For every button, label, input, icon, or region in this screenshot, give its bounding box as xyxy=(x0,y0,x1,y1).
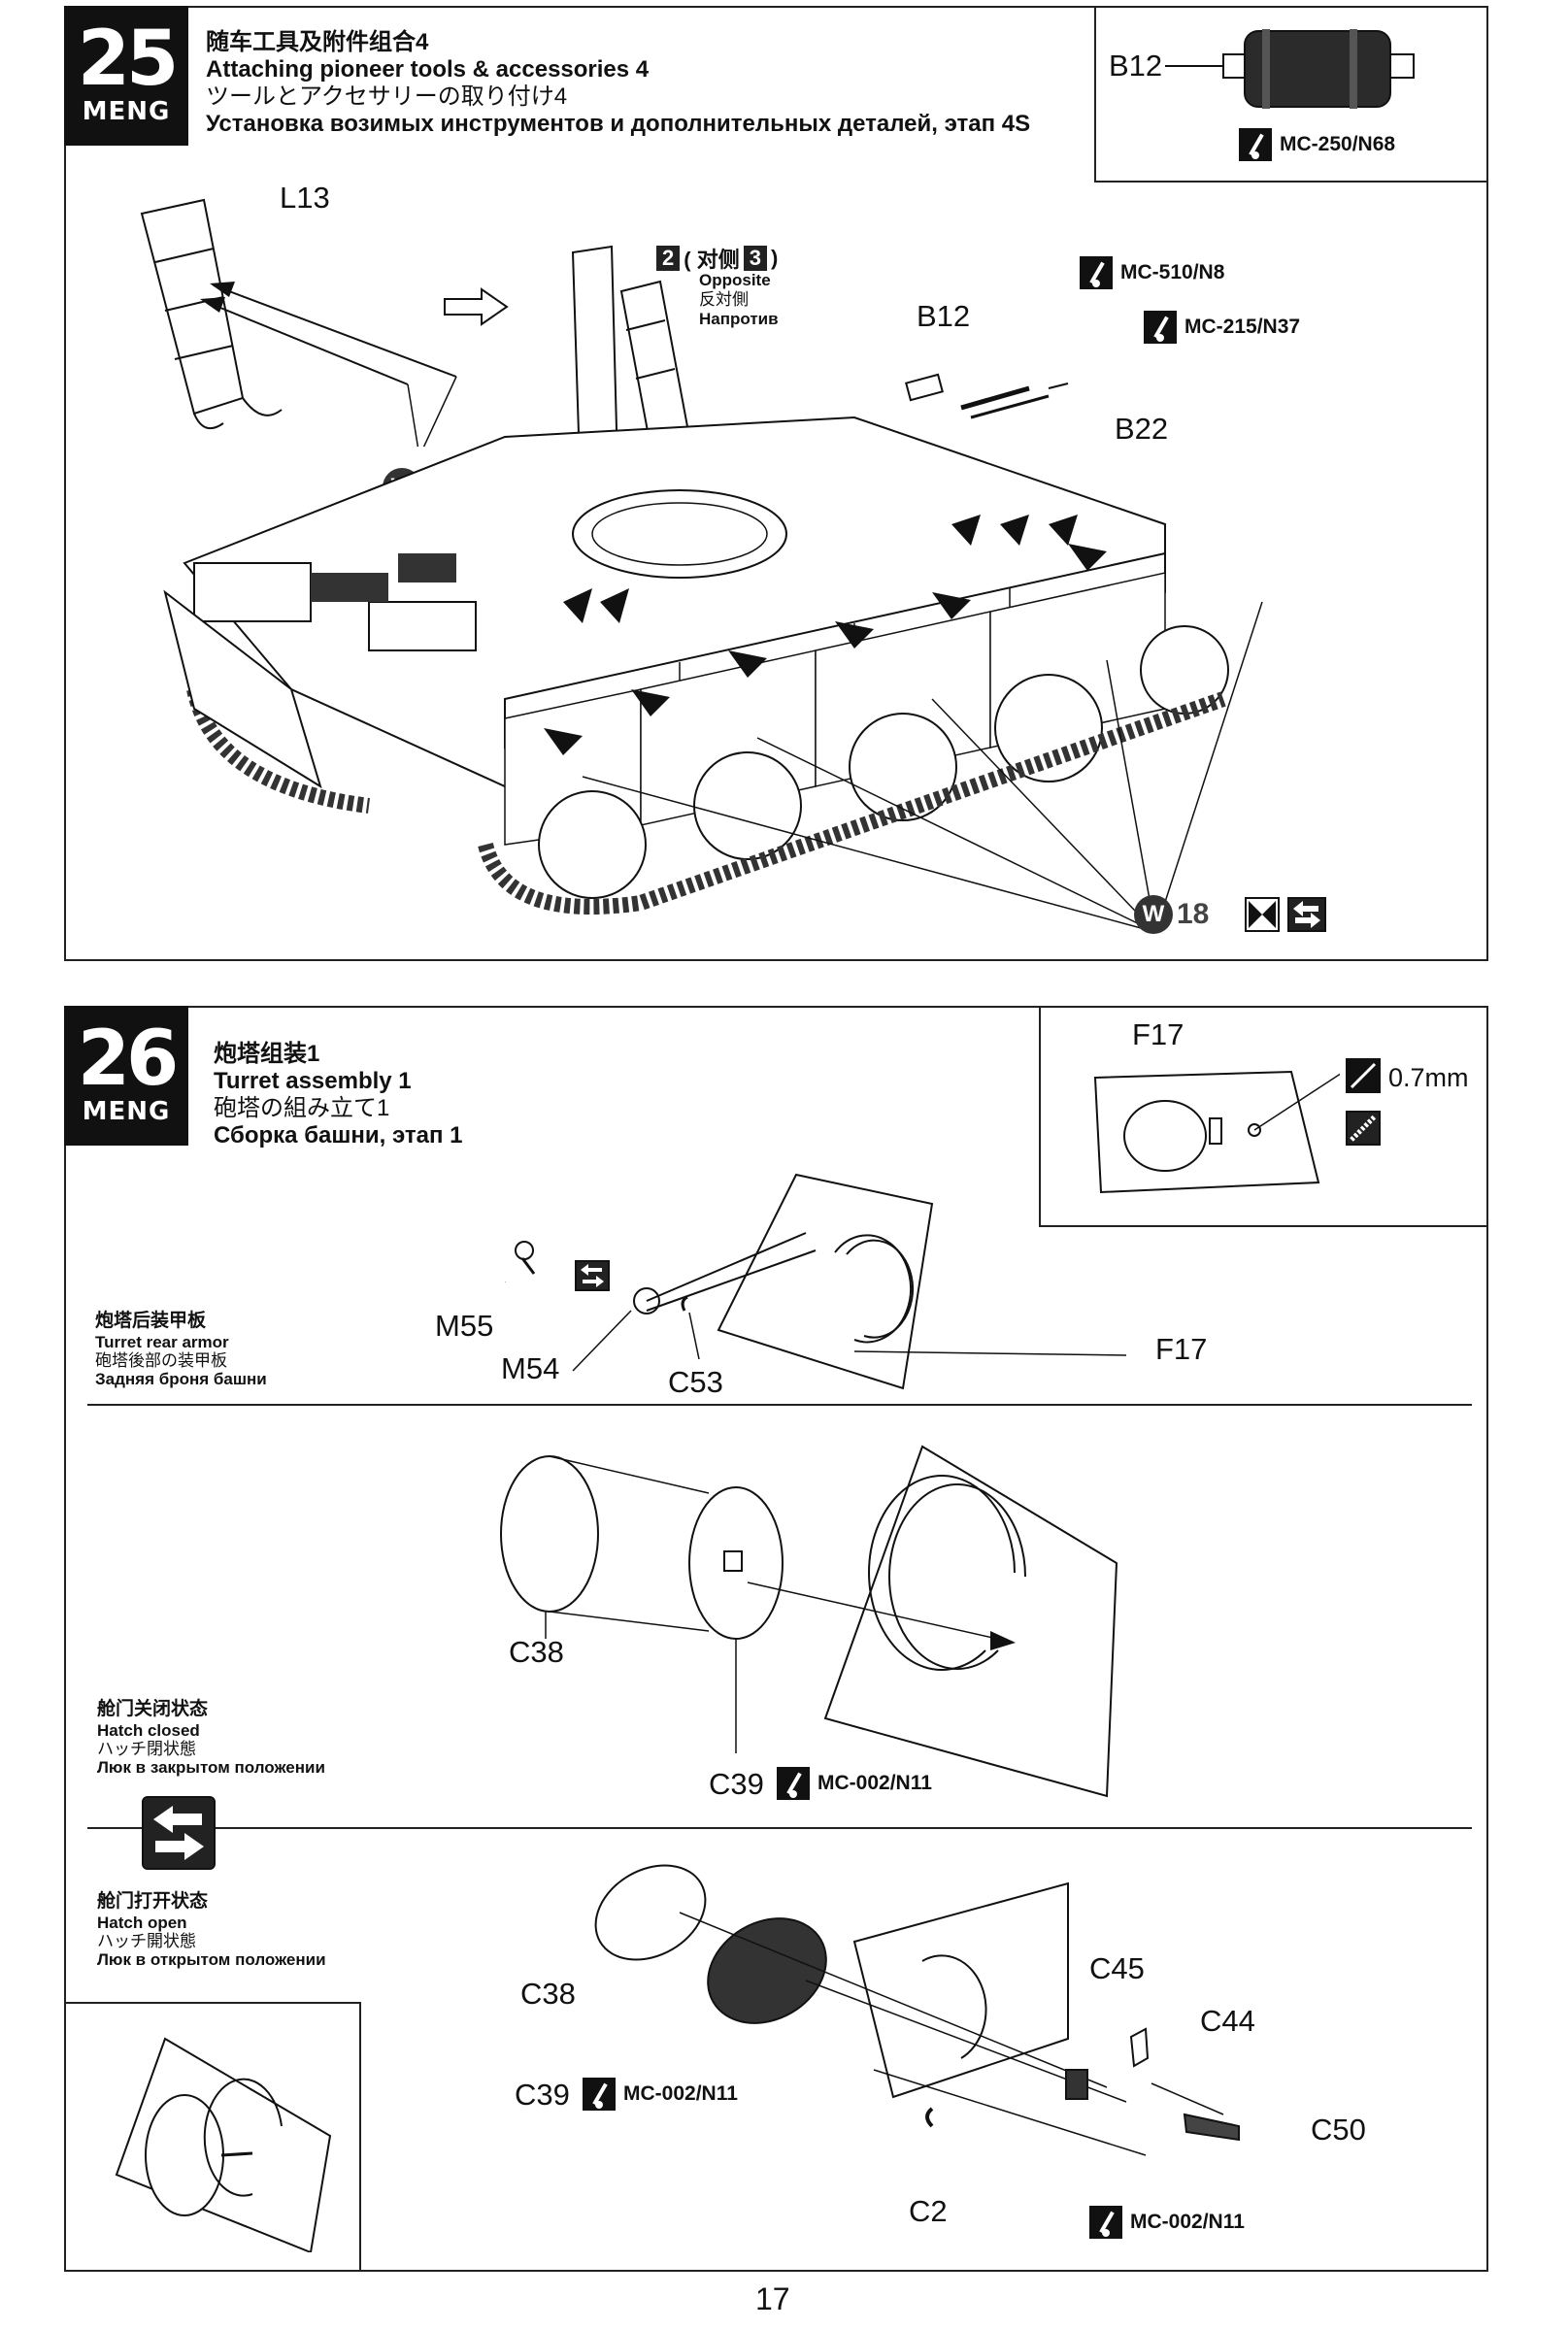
open-c39-paint-code: MC-002/N11 xyxy=(623,2082,738,2105)
section-divider xyxy=(87,1827,1472,1829)
step-25-badge: 25 MENG xyxy=(64,6,188,146)
b12-inset-drawing xyxy=(1165,29,1415,109)
step-25-titles: 随车工具及附件组合4 Attaching pioneer tools & acc… xyxy=(206,29,1030,138)
part-m55: M55 xyxy=(435,1309,494,1343)
brush-icon xyxy=(1144,311,1177,344)
file-icon xyxy=(1346,1111,1381,1146)
b12-inset-box xyxy=(1094,6,1488,183)
paint-callout-215: MC-215/N37 xyxy=(1144,311,1300,344)
paint-code-510: MC-510/N8 xyxy=(1120,261,1225,283)
open-paint-code: MC-002/N11 xyxy=(1130,2211,1245,2233)
step-26-badge: 26 MENG xyxy=(64,1006,188,1146)
opposite-ja: 反対側 xyxy=(699,290,749,309)
part-l13-label: L13 xyxy=(280,181,330,215)
step-26-panel xyxy=(64,1006,1488,2272)
part-f17: F17 xyxy=(1155,1332,1208,1366)
tank-hull-drawing xyxy=(163,245,1263,933)
open-paint-callout: MC-002/N11 xyxy=(1089,2206,1245,2239)
step-26-title-zh: 炮塔组装1 xyxy=(214,1041,320,1067)
inset-f17-label: F17 xyxy=(1132,1017,1184,1051)
closed-c39: C39 xyxy=(709,1767,764,1801)
direction-arrow-icon xyxy=(444,287,509,326)
hatch-closed-en: Hatch closed xyxy=(97,1721,200,1740)
rear-armor-en: Turret rear armor xyxy=(95,1333,229,1351)
rear-armor-ru: Задняя броня башни xyxy=(95,1370,267,1388)
hatch-open-ru: Люк в открытом положении xyxy=(97,1950,326,1969)
step-25-number: 25 xyxy=(77,16,180,103)
opposite-part-3: 3 xyxy=(743,246,767,271)
inset-paint-code: MC-250/N68 xyxy=(1280,133,1396,155)
step-26-title-ru: Сборка башни, этап 1 xyxy=(214,1122,463,1148)
opposite-close: ) xyxy=(770,246,779,270)
brush-icon xyxy=(1080,256,1113,289)
opposite-ru: Напротив xyxy=(699,310,779,328)
step-26-titles: 炮塔组装1 Turret assembly 1 砲塔の組み立て1 Сборка … xyxy=(214,1041,463,1149)
swap-sides-icon xyxy=(575,1260,610,1291)
brush-icon xyxy=(1089,2206,1122,2239)
drill-size: 0.7mm xyxy=(1388,1063,1469,1092)
open-c38: C38 xyxy=(520,1977,576,2011)
f17-inset-drawing xyxy=(1093,1070,1340,1194)
open-c2: C2 xyxy=(909,2194,948,2228)
rear-armor-ja: 砲塔後部の装甲板 xyxy=(95,1351,227,1370)
hatch-closed-drawing xyxy=(500,1445,1118,1798)
step-25-panel xyxy=(64,6,1488,961)
page-number: 17 xyxy=(755,2281,790,2316)
rear-armor-assembly-drawing xyxy=(505,1173,1127,1390)
opposite-part-2: 2 xyxy=(656,246,681,271)
closed-paint-callout: MC-002/N11 xyxy=(777,1767,932,1800)
meng-logo: MENG xyxy=(82,97,171,126)
brush-icon xyxy=(583,2078,616,2111)
hatch-open-en: Hatch open xyxy=(97,1914,187,1932)
toggle-state-icon xyxy=(142,1796,216,1870)
hatch-open-preview-box xyxy=(64,2002,361,2272)
section-divider xyxy=(87,1404,1472,1406)
cut-mark-icon xyxy=(1245,897,1280,932)
inset-paint-callout: MC-250/N68 xyxy=(1239,128,1395,161)
part-b12-label: B12 xyxy=(917,299,971,333)
f17-inset-box xyxy=(1039,1006,1488,1227)
part-m54: M54 xyxy=(501,1351,560,1385)
open-c39-paint-callout: MC-002/N11 xyxy=(583,2078,738,2111)
paint-code-215: MC-215/N37 xyxy=(1184,316,1301,338)
hatch-closed-zh: 舱门关闭状态 xyxy=(97,1699,209,1719)
hatch-closed-ja: ハッチ閉状態 xyxy=(97,1740,196,1758)
brush-icon xyxy=(777,1767,810,1800)
paint-callout-510: MC-510/N8 xyxy=(1080,256,1224,289)
closed-c38: C38 xyxy=(509,1635,564,1669)
w-decal-callout-18: W 18 xyxy=(1134,895,1209,934)
part-c53: C53 xyxy=(668,1365,723,1399)
open-c45: C45 xyxy=(1089,1951,1145,1985)
drill-icon xyxy=(1346,1058,1381,1093)
step-25-title-zh: 随车工具及附件组合4 xyxy=(206,29,429,55)
closed-paint-code: MC-002/N11 xyxy=(817,1772,932,1794)
step-26-title-en: Turret assembly 1 xyxy=(214,1068,412,1094)
hatch-open-preview xyxy=(115,2037,332,2252)
step-25-title-ja: ツールとアクセサリーの取り付け4 xyxy=(206,83,568,110)
open-c44: C44 xyxy=(1200,2004,1255,2038)
rear-armor-zh: 炮塔后装甲板 xyxy=(95,1311,207,1331)
hatch-open-ja: ハッチ開状態 xyxy=(97,1932,196,1950)
hatch-open-zh: 舱门打开状态 xyxy=(97,1891,209,1912)
w-count-18: 18 xyxy=(1177,898,1210,930)
meng-logo: MENG xyxy=(82,1097,171,1126)
swap-sides-icon xyxy=(1287,897,1326,932)
open-c50: C50 xyxy=(1311,2113,1366,2147)
opposite-side-note: 2 ( 对侧 3 ) xyxy=(656,243,778,274)
hatch-open-drawing xyxy=(594,1864,1240,2156)
ladder-l13-drawing xyxy=(140,198,457,447)
step-25-title-en: Attaching pioneer tools & accessories 4 xyxy=(206,56,650,83)
part-b22-label: B22 xyxy=(1115,412,1169,446)
hatch-closed-ru: Люк в закрытом положении xyxy=(97,1758,325,1777)
step-26-number: 26 xyxy=(77,1015,180,1103)
inset-b12-label: B12 xyxy=(1109,49,1163,83)
step-26-title-ja: 砲塔の組み立て1 xyxy=(214,1095,390,1121)
opposite-en: Opposite xyxy=(699,271,771,289)
opposite-zh: ( 对侧 xyxy=(684,248,740,272)
w-badge-icon: W xyxy=(1134,895,1173,934)
brush-icon xyxy=(1239,128,1272,161)
open-c39: C39 xyxy=(515,2078,570,2112)
step-25-title-ru: Установка возимых инструментов и дополни… xyxy=(206,111,1031,137)
